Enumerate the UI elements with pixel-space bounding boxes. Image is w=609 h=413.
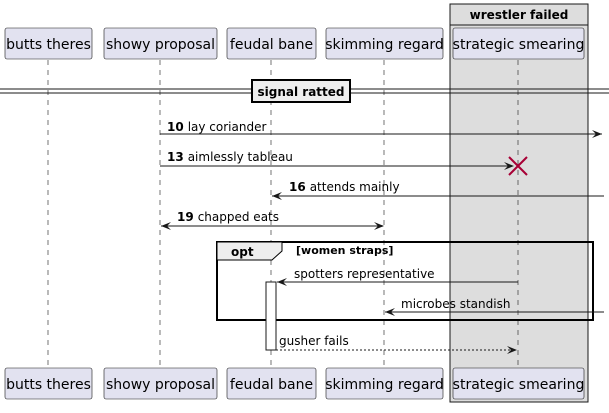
message-lay-coriander: 10 lay coriander [160,120,602,138]
message-number: 16 [289,180,306,194]
message-number: 13 [167,150,184,164]
group-title: wrestler failed [470,8,569,22]
participant-bottom-feudal-bane: feudal bane [226,367,317,400]
svg-text:showy proposal: showy proposal [106,377,215,393]
participant-top-strategic-smearing: strategic smearing [453,27,585,60]
svg-text:skimming regard: skimming regard [325,377,444,393]
message-text: lay coriander [188,120,267,134]
participant-bottom-showy-proposal: showy proposal [103,367,218,400]
fragment-guard: [women straps] [296,244,393,257]
participant-bottom-butts-theres: butts theres [4,367,93,400]
svg-text:showy proposal: showy proposal [106,37,215,53]
message-text: aimlessly tableau [188,150,293,164]
svg-text:strategic smearing: strategic smearing [453,37,585,53]
svg-text:butts theres: butts theres [6,37,91,53]
message-text: chapped eats [198,210,279,224]
participant-top-showy-proposal: showy proposal [103,27,218,60]
svg-text:feudal bane: feudal bane [230,377,313,393]
svg-text:butts theres: butts theres [6,377,91,393]
activation-bar [265,281,277,351]
svg-text:feudal bane: feudal bane [230,37,313,53]
message-number: 19 [177,210,194,224]
message-microbes-standish: microbes standish [385,297,604,316]
divider: signal ratted [0,79,609,103]
participant-group-box: wrestler failed [449,3,589,403]
participant-top-butts-theres: butts theres [4,27,93,60]
message-spotters-representative: spotters representative [277,267,518,286]
message-text: gusher fails [279,334,349,348]
destroy-icon [508,156,528,176]
svg-text:strategic smearing: strategic smearing [453,377,585,393]
participant-bottom-strategic-smearing: strategic smearing [453,367,585,400]
message-number: 10 [167,120,184,134]
message-aimlessly-tableau: 13 aimlessly tableau [160,150,514,170]
message-attends-mainly: 16 attends mainly [272,180,604,200]
divider-label: signal ratted [258,85,345,99]
svg-text:skimming regard: skimming regard [325,37,444,53]
message-text: spotters representative [294,267,435,281]
participant-top-feudal-bane: feudal bane [226,27,317,60]
participant-top-skimming-regard: skimming regard [325,27,444,60]
opt-fragment: opt [women straps] [216,241,594,321]
fragment-keyword: opt [231,245,254,259]
message-chapped-eats: 19 chapped eats [161,210,384,230]
message-text: attends mainly [310,180,400,194]
message-text: microbes standish [401,297,510,311]
participant-bottom-skimming-regard: skimming regard [325,367,444,400]
message-gusher-fails: gusher fails [276,334,517,354]
